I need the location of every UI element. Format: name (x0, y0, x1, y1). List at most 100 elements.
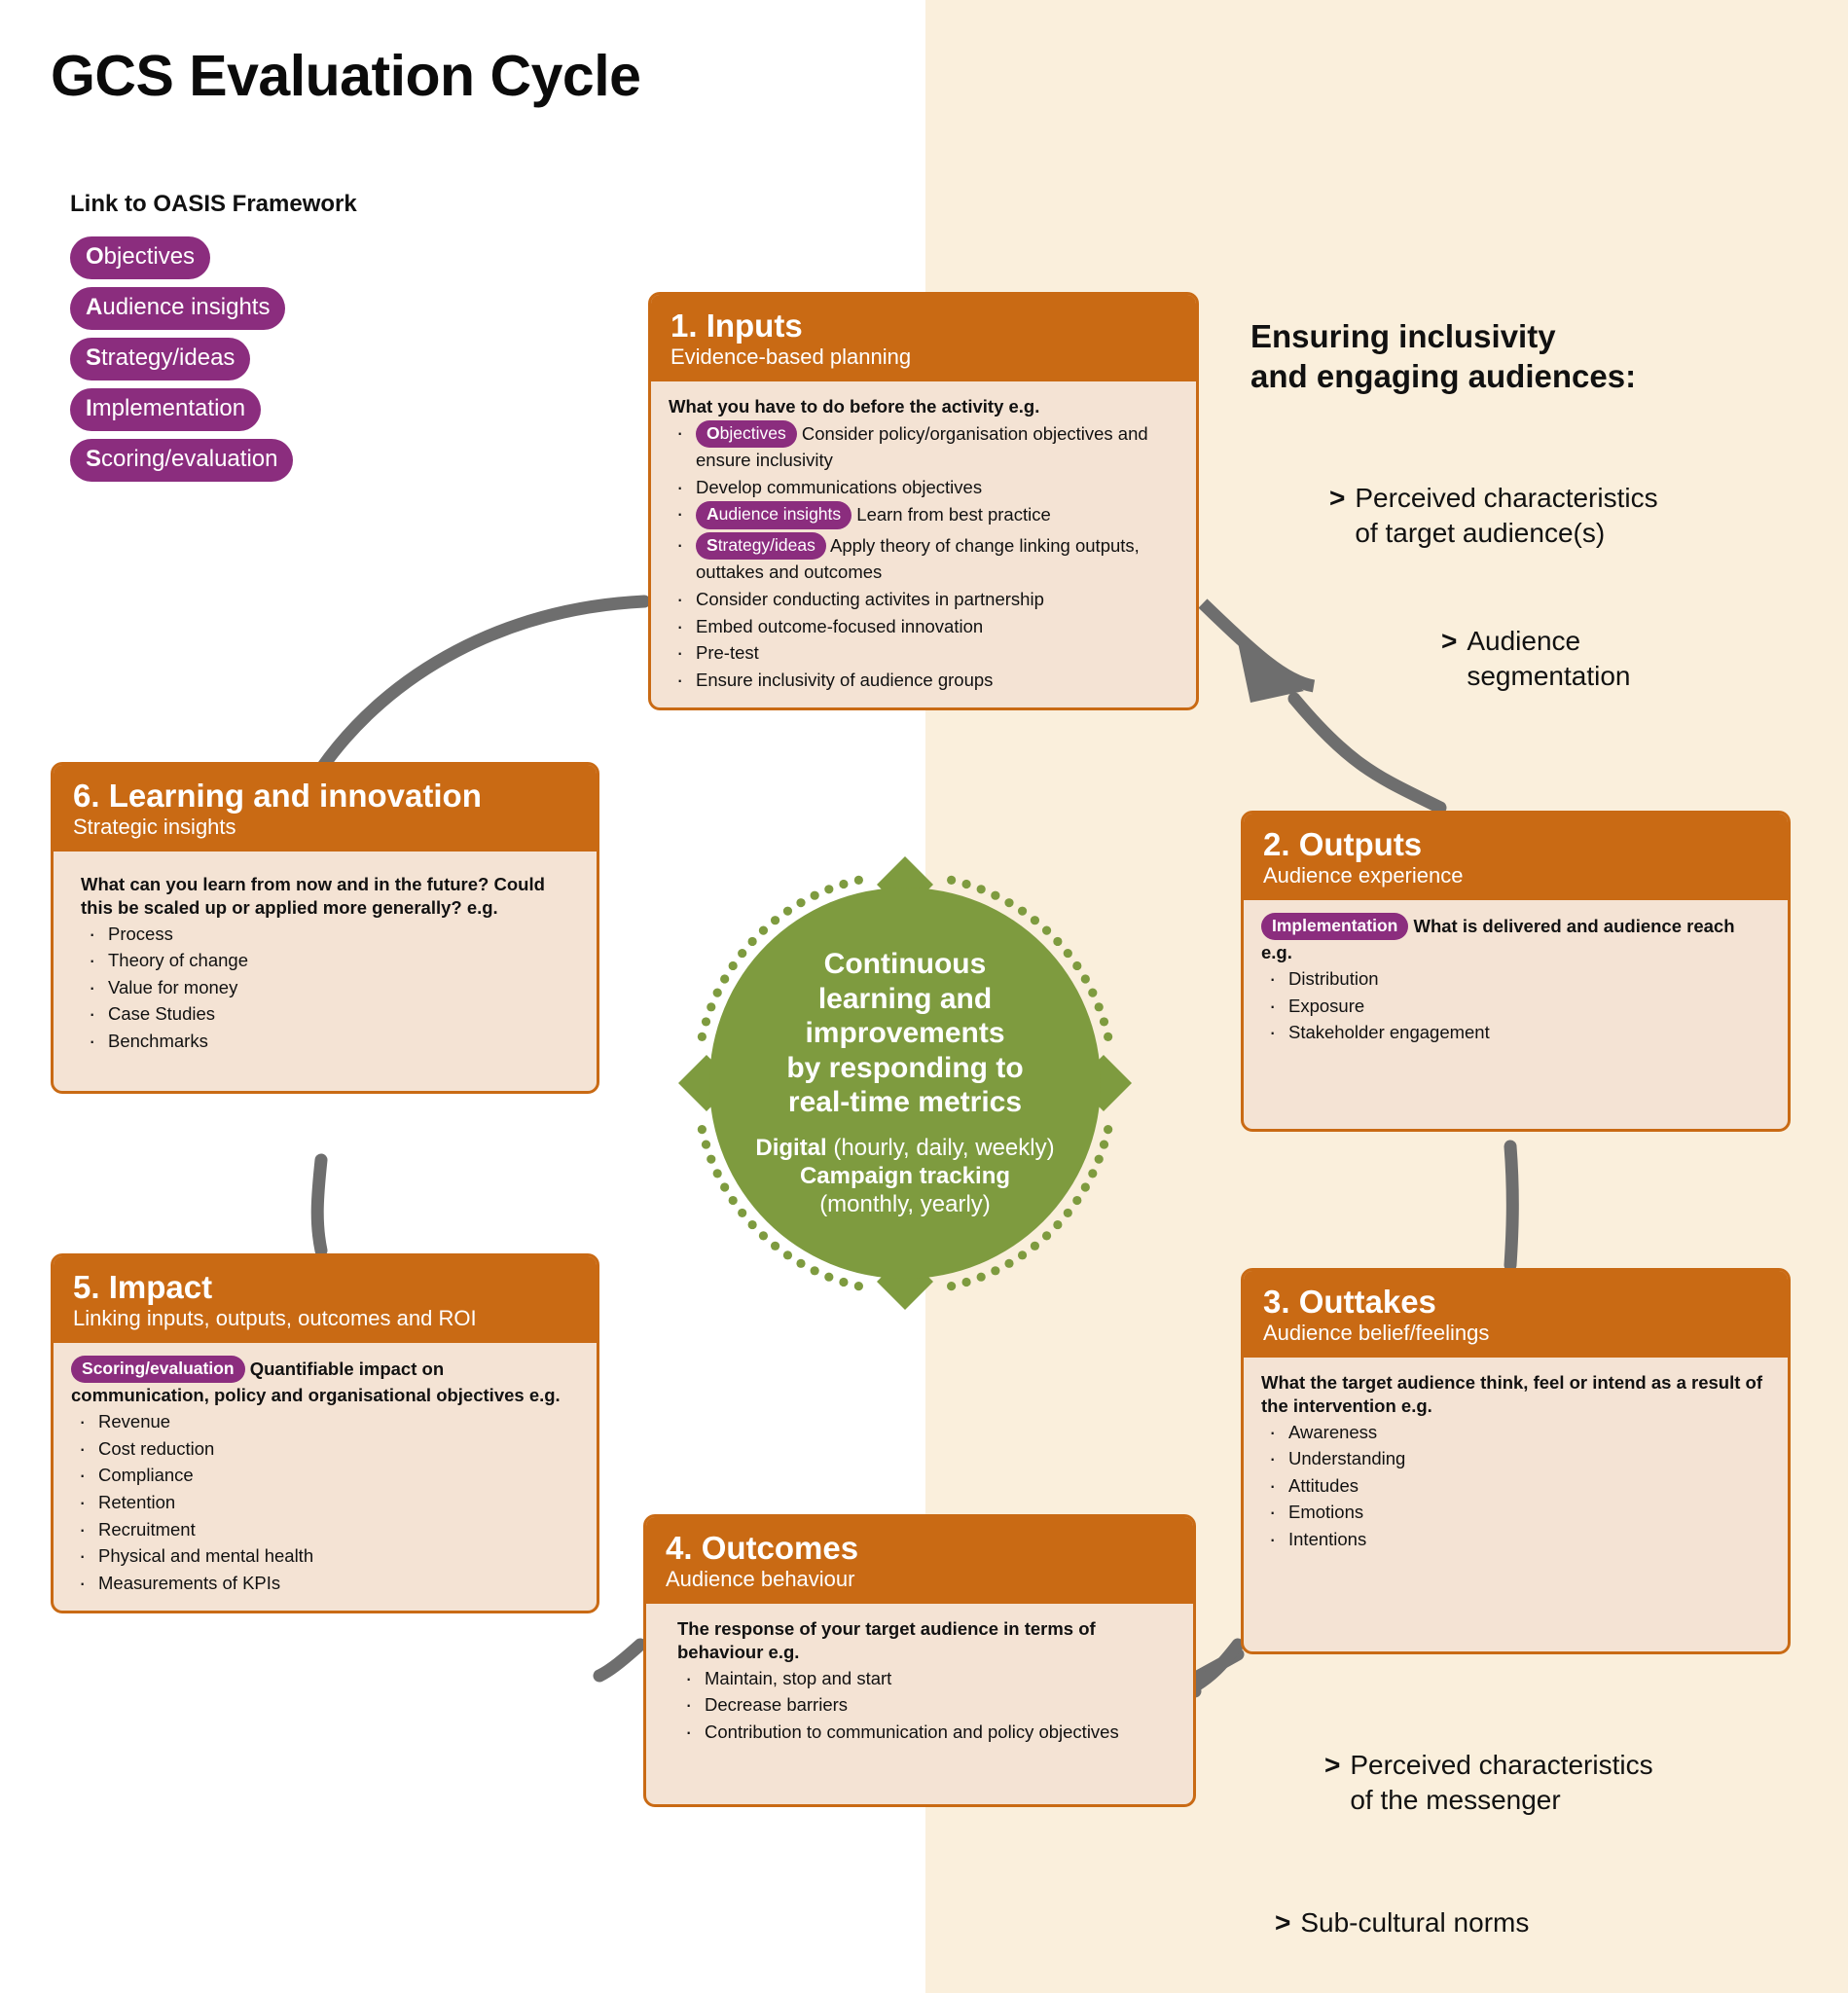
oasis-tag-implementation: Implementation (70, 388, 262, 431)
step-subtitle-learning: Strategic insights (73, 814, 236, 839)
step-header-impact: 5. Impact Linking inputs, outputs, outco… (54, 1256, 597, 1343)
step-lead-inputs: What you have to do before the activity … (669, 395, 1040, 417)
step-box-outputs: 2. Outputs Audience experience Implement… (1241, 811, 1791, 1132)
list-item: Intentions (1261, 1525, 1770, 1553)
step-box-learning-and-innovation: 6. Learning and innovation Strategic ins… (51, 762, 599, 1094)
list-item: Ensure inclusivity of audience groups (669, 666, 1178, 694)
step-body-learning: What can you learn from now and in the f… (54, 852, 597, 1091)
list-item: Strategy/ideas Apply theory of change li… (669, 530, 1178, 585)
step-lead-impact: Scoring/evaluation Quantifiable impact o… (71, 1355, 579, 1408)
step-header-learning: 6. Learning and innovation Strategic ins… (54, 765, 597, 852)
inline-tag-objectives: Objectives (696, 419, 797, 449)
continuous-learning-circle: Continuous learning and improvements by … (678, 856, 1132, 1310)
list-item: Emotions (1261, 1499, 1770, 1527)
chevron-right-glyph: > (1275, 1907, 1291, 1938)
step-box-outcomes: 4. Outcomes Audience behaviour The respo… (643, 1514, 1196, 1808)
list-item: Process (81, 920, 579, 948)
list-item: Embed outcome-focused innovation (669, 612, 1178, 640)
chevron-right-glyph: > (1324, 1750, 1341, 1780)
list-item: Revenue (71, 1407, 579, 1435)
list-item: Awareness (1261, 1418, 1770, 1446)
step-subtitle-impact: Linking inputs, outputs, outcomes and RO… (73, 1305, 477, 1330)
list-item: Measurements of KPIs (71, 1569, 579, 1597)
circle-main-text: Continuous learning and improvements by … (786, 948, 1024, 1118)
oasis-tag-scoring-evaluation: Scoring/evaluation (70, 439, 294, 482)
right-column-heading: Ensuring inclusivity and engaging audien… (1250, 318, 1637, 395)
circle-cadence-text: Digital (hourly, daily, weekly) Campaign… (755, 1135, 1055, 1217)
step-body-outputs: Implementation What is delivered and aud… (1244, 900, 1788, 1129)
step-header-outtakes: 3. Outtakes Audience belief/feelings (1244, 1271, 1788, 1358)
list-item: Pre-test (669, 638, 1178, 667)
list-item: Consider conducting activites in partner… (669, 585, 1178, 613)
step-title-inputs: 1. Inputs (670, 308, 803, 344)
list-item: Recruitment (71, 1515, 579, 1543)
step-body-outtakes: What the target audience think, feel or … (1244, 1358, 1788, 1651)
oasis-legend-list: Objectives Audience insights Strategy/id… (70, 236, 294, 489)
oasis-legend-heading: Link to OASIS Framework (70, 191, 357, 217)
list-item: Maintain, stop and start (677, 1664, 1176, 1692)
oasis-tag-audience-insights: Audience insights (70, 287, 286, 330)
step-bullets-outtakes: Awareness Understanding Attitudes Emotio… (1261, 1418, 1770, 1553)
page-title: GCS Evaluation Cycle (51, 44, 641, 108)
step-bullets-impact: Revenue Cost reduction Compliance Retent… (71, 1407, 579, 1597)
step-lead-learning: What can you learn from now and in the f… (81, 873, 545, 918)
step-lead-outcomes: The response of your target audience in … (677, 1617, 1096, 1662)
list-item: Case Studies (81, 1000, 579, 1029)
chevron-right-glyph: > (1329, 483, 1346, 513)
step-lead-outputs: Implementation What is delivered and aud… (1261, 912, 1770, 965)
chevron-item-sub-cultural-norms: >Sub-cultural norms (1275, 1907, 1530, 1938)
step-body-outcomes: The response of your target audience in … (646, 1604, 1193, 1805)
step-box-inputs: 1. Inputs Evidence-based planning What y… (648, 292, 1199, 711)
list-item: Physical and mental health (71, 1541, 579, 1570)
step-header-outcomes: 4. Outcomes Audience behaviour (646, 1517, 1193, 1604)
list-item: Compliance (71, 1461, 579, 1489)
step-header-outputs: 2. Outputs Audience experience (1244, 814, 1788, 900)
list-item: Develop communications objectives (669, 473, 1178, 501)
list-item: Distribution (1261, 964, 1770, 993)
step-body-inputs: What you have to do before the activity … (651, 381, 1196, 708)
list-item: Theory of change (81, 946, 579, 974)
step-body-impact: Scoring/evaluation Quantifiable impact o… (54, 1343, 597, 1612)
step-box-outtakes: 3. Outtakes Audience belief/feelings Wha… (1241, 1268, 1791, 1654)
step-title-outputs: 2. Outputs (1263, 826, 1423, 862)
step-title-outcomes: 4. Outcomes (666, 1530, 859, 1566)
inline-tag-scoring-evaluation: Scoring/evaluation (71, 1355, 245, 1384)
list-item: Contribution to communication and policy… (677, 1718, 1176, 1746)
step-subtitle-outtakes: Audience belief/feelings (1263, 1320, 1490, 1345)
list-item: Attitudes (1261, 1471, 1770, 1500)
step-subtitle-outcomes: Audience behaviour (666, 1566, 855, 1591)
inline-tag-audience-insights: Audience insights (696, 501, 852, 529)
list-item: Understanding (1261, 1444, 1770, 1472)
list-item: Decrease barriers (677, 1690, 1176, 1719)
step-subtitle-inputs: Evidence-based planning (670, 344, 912, 369)
list-item: Exposure (1261, 992, 1770, 1020)
list-item: Stakeholder engagement (1261, 1018, 1770, 1046)
step-box-impact: 5. Impact Linking inputs, outputs, outco… (51, 1253, 599, 1614)
step-bullets-outcomes: Maintain, stop and start Decrease barrie… (677, 1664, 1176, 1746)
step-subtitle-outputs: Audience experience (1263, 862, 1464, 888)
step-bullets-learning: Process Theory of change Value for money… (81, 920, 579, 1055)
list-item: Retention (71, 1488, 579, 1516)
step-header-inputs: 1. Inputs Evidence-based planning (651, 295, 1196, 381)
oasis-tag-strategy-ideas: Strategy/ideas (70, 338, 251, 380)
step-title-learning: 6. Learning and innovation (73, 778, 482, 814)
step-title-outtakes: 3. Outtakes (1263, 1284, 1436, 1320)
step-title-impact: 5. Impact (73, 1269, 213, 1305)
list-item: Benchmarks (81, 1027, 579, 1055)
step-lead-outtakes: What the target audience think, feel or … (1261, 1371, 1763, 1416)
list-item: Value for money (81, 973, 579, 1001)
inline-tag-implementation: Implementation (1261, 912, 1409, 941)
oasis-tag-objectives: Objectives (70, 236, 211, 279)
list-item: Objectives Consider policy/organisation … (669, 418, 1178, 473)
inline-tag-strategy-ideas: Strategy/ideas (696, 531, 826, 561)
chevron-right-glyph: > (1441, 626, 1458, 656)
circle-content: Continuous learning and improvements by … (709, 888, 1101, 1279)
list-item: Cost reduction (71, 1434, 579, 1463)
list-item: Audience insights Learn from best practi… (669, 499, 1178, 530)
step-bullets-outputs: Distribution Exposure Stakeholder engage… (1261, 964, 1770, 1046)
